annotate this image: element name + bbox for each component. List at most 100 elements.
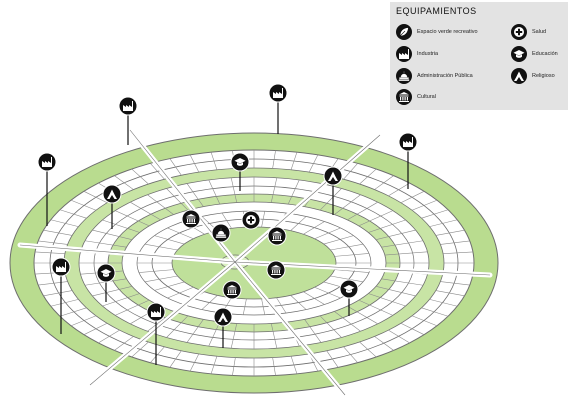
block-divider <box>201 295 218 310</box>
legend-label-cultural: Cultural <box>417 94 436 100</box>
block-divider <box>375 229 416 240</box>
legend-panel: EQUIPAMIENTOS Espacio verde recreativo I… <box>390 2 568 110</box>
block-divider <box>304 319 322 343</box>
legend-label-salud: Salud <box>532 29 547 35</box>
block-divider <box>411 199 438 211</box>
block-divider <box>326 350 339 368</box>
block-divider <box>334 194 361 215</box>
block-divider <box>186 183 204 207</box>
block-divider <box>208 321 221 347</box>
legend-item-salud: Salud <box>511 24 546 40</box>
block-divider <box>429 299 458 307</box>
block-divider <box>368 293 406 307</box>
block-divider <box>147 194 174 215</box>
block-divider <box>83 191 108 204</box>
block-divider <box>347 201 378 221</box>
block-divider <box>43 290 73 297</box>
legend-label-religioso: Religioso <box>532 73 555 79</box>
marker-cultural <box>266 260 286 280</box>
block-divider <box>115 210 150 227</box>
block-divider <box>330 275 364 283</box>
block-divider <box>84 240 127 248</box>
city-block-dividers <box>34 150 474 376</box>
block-divider <box>261 211 266 228</box>
legend-label-industria: Industria <box>417 51 439 57</box>
block-divider <box>314 227 341 240</box>
block-divider <box>130 201 161 221</box>
block-divider <box>35 251 65 254</box>
marker-salud <box>241 210 261 230</box>
block-divider <box>167 227 194 240</box>
block-divider <box>374 336 394 351</box>
columns-icon <box>396 89 412 105</box>
block-divider <box>443 251 473 254</box>
block-divider <box>150 346 165 363</box>
marker-cultural <box>181 209 201 229</box>
legend-title: EQUIPAMIENTOS <box>396 6 477 16</box>
block-divider <box>115 299 150 316</box>
block-divider <box>358 299 393 316</box>
block-divider <box>70 315 97 327</box>
block-divider <box>272 150 276 169</box>
block-divider <box>330 243 364 251</box>
marker-badge <box>118 96 138 116</box>
block-divider <box>435 290 465 297</box>
block-divider <box>166 315 189 338</box>
legend-item-cultural: Cultural <box>396 89 436 105</box>
block-divider <box>388 182 410 197</box>
block-divider <box>38 240 68 245</box>
marker-badge <box>146 302 166 322</box>
block-divider <box>210 356 218 374</box>
marker-admin <box>211 223 231 243</box>
marker-badge <box>51 257 71 277</box>
legend-item-religioso: Religioso <box>511 68 555 84</box>
block-divider <box>92 229 133 240</box>
marker-religioso <box>323 166 343 215</box>
block-divider <box>208 179 221 205</box>
marker-industria <box>146 302 166 365</box>
block-divider <box>400 191 425 204</box>
block-divider <box>421 209 449 219</box>
block-divider <box>242 298 247 315</box>
marker-badge <box>266 260 286 280</box>
block-divider <box>131 168 149 185</box>
block-divider <box>131 341 149 358</box>
block-divider <box>272 357 276 376</box>
block-divider <box>154 281 185 291</box>
marker-cultural <box>222 280 242 300</box>
marker-badge <box>268 83 288 103</box>
block-divider <box>276 297 287 314</box>
block-divider <box>359 341 377 358</box>
block-divider <box>314 286 341 299</box>
block-divider <box>43 229 73 236</box>
legend-item-educacion: Educación <box>511 46 558 62</box>
block-divider <box>210 152 218 170</box>
block-divider <box>102 219 140 233</box>
block-divider <box>189 154 200 173</box>
legend-label-educacion: Educación <box>532 51 558 57</box>
marker-industria <box>398 132 418 189</box>
block-divider <box>138 269 174 273</box>
block-divider <box>440 240 470 245</box>
block-divider <box>189 353 200 372</box>
marker-badge <box>37 152 57 172</box>
block-divider <box>186 319 204 343</box>
marker-badge <box>222 280 242 300</box>
block-divider <box>308 154 319 173</box>
block-divider <box>102 293 140 307</box>
marker-religioso <box>213 307 233 348</box>
legend-label-verde: Espacio verde recreativo <box>417 29 478 35</box>
block-divider <box>381 240 424 248</box>
block-divider <box>359 168 377 185</box>
block-divider <box>167 286 194 299</box>
block-divider <box>303 291 325 305</box>
block-divider <box>221 212 232 229</box>
block-divider <box>144 243 178 251</box>
block-divider <box>381 278 424 286</box>
block-divider <box>290 216 307 231</box>
block-divider <box>230 177 238 203</box>
block-divider <box>230 323 238 349</box>
block-divider <box>83 322 108 335</box>
block-divider <box>59 307 87 317</box>
